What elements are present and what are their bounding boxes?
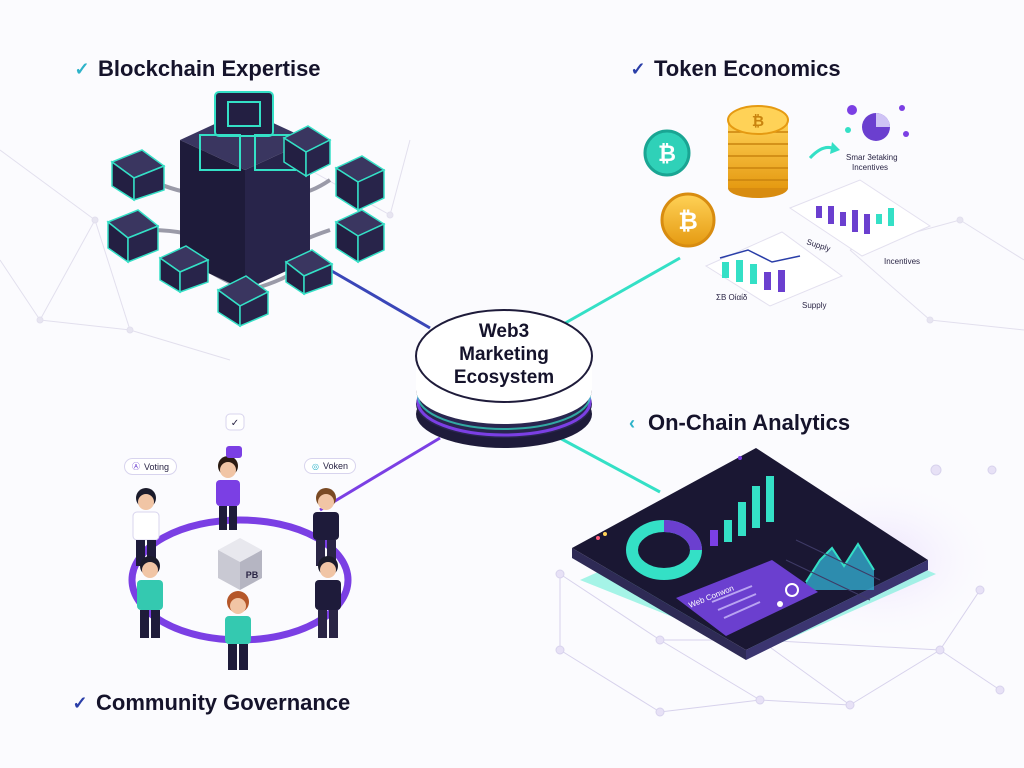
bitcoin-coin-icon — [643, 129, 691, 177]
dashboard-panel — [572, 448, 928, 660]
svg-text:PB: PB — [246, 570, 259, 580]
arrow-icon — [808, 146, 833, 160]
network-base — [555, 464, 1005, 717]
chart-small-label: ΣΒ Οίαίδ — [716, 293, 748, 302]
connector-token — [559, 256, 681, 328]
token-tag-label: Voken — [322, 461, 349, 471]
heading-token: ✓ Token Economics — [630, 56, 841, 82]
check-icon: ✓ — [74, 58, 90, 79]
svg-text:₿: ₿ — [752, 113, 764, 130]
voting-tag-label: Voting — [144, 461, 170, 472]
message-bubble-icon — [226, 446, 242, 458]
area-chart — [806, 544, 874, 590]
svg-text:✓: ✓ — [231, 418, 239, 429]
check-icon: ✓ — [630, 58, 646, 79]
check-bubble-icon — [225, 413, 245, 431]
bitcoin-gold-coin-icon — [660, 192, 716, 248]
svg-text:₿: ₿ — [678, 208, 698, 235]
supply-bottom-label: Supply — [802, 301, 826, 310]
hub-label-line-3: Ecosystem — [453, 367, 555, 388]
connector-lines — [319, 256, 681, 512]
token-economics-illustration: ₿ ₿ ₿ — [643, 105, 932, 310]
bar-chart-card-lower — [704, 231, 844, 307]
heading-analytics-text: On-Chain Analytics — [648, 410, 851, 435]
vote-icon: Ⓐ — [132, 462, 140, 471]
connector-analytics — [555, 434, 661, 494]
connector-community — [319, 436, 441, 512]
blockchain-illustration — [106, 91, 386, 328]
bar-chart-card-upper — [788, 179, 932, 257]
ballot-box-icon: PB — [218, 538, 262, 590]
analytics-illustration: Web Conwon — [555, 448, 1010, 717]
connector-blockchain — [329, 268, 431, 330]
staking-label: Smar 3etaking — [846, 153, 898, 162]
svg-text:₿: ₿ — [658, 141, 676, 166]
person-figure — [132, 456, 341, 670]
token-icon: ◎ — [312, 461, 319, 471]
coin-stack: ₿ — [727, 105, 789, 198]
hub-label: Web3 Marketing Ecosystem — [414, 320, 594, 389]
voting-tag: Ⓐ Voting — [124, 458, 178, 475]
heading-token-text: Token Economics — [654, 56, 841, 81]
check-icon: ✓ — [72, 692, 88, 713]
hub-label-line-2: Marketing — [459, 344, 549, 365]
incentives-label: Incentives — [884, 257, 920, 266]
heading-blockchain-text: Blockchain Expertise — [98, 56, 321, 81]
chevron-left-icon: ‹ — [629, 412, 635, 433]
hub-label-line-1: Web3 — [478, 321, 530, 342]
small-block — [106, 125, 386, 328]
hub-node: Web3 Marketing Ecosystem — [414, 306, 594, 456]
hub-disc — [415, 309, 593, 448]
background-network — [0, 139, 1024, 361]
heading-community: ✓ Community Governance — [72, 690, 350, 716]
community-illustration: PB — [128, 413, 352, 670]
heading-analytics: ‹ On-Chain Analytics — [624, 410, 850, 436]
incentives-small-label: Incentives — [852, 163, 888, 172]
heading-community-text: Community Governance — [96, 690, 351, 715]
heading-blockchain: ✓ Blockchain Expertise — [74, 56, 321, 82]
pie-chart-icon — [845, 105, 909, 141]
token-tag: ◎ Voken — [304, 458, 357, 474]
supply-top-label: Supply — [805, 237, 831, 253]
bar-chart — [724, 476, 774, 542]
